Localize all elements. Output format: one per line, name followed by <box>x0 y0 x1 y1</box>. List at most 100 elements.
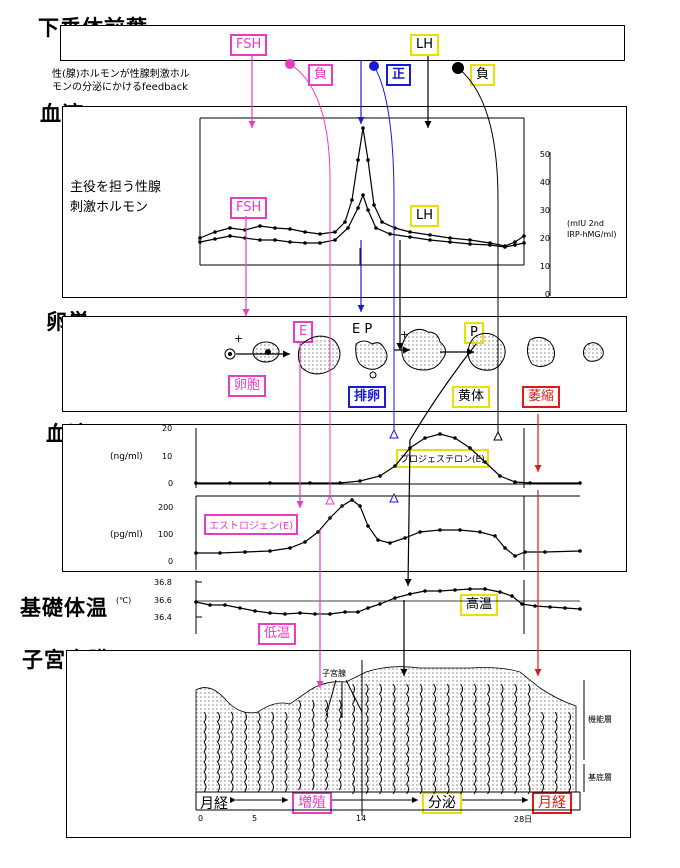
curve-point <box>523 550 527 554</box>
flow-arrows <box>236 56 542 688</box>
gonadotropin-ytick: 50 <box>539 150 550 159</box>
curve-point <box>522 234 526 238</box>
ep-label: E P <box>352 322 373 337</box>
uterine-gland <box>203 711 207 793</box>
uterine-gland <box>324 699 328 791</box>
curve-point <box>438 528 442 532</box>
uterine-gland <box>230 711 234 793</box>
curve-point <box>356 158 360 162</box>
lh-tag-top: LH <box>410 34 440 56</box>
curve-point <box>303 230 307 234</box>
estrogen-ytick: 0 <box>168 557 174 566</box>
curve-point <box>361 193 365 197</box>
curve-point <box>194 481 198 485</box>
menses-tag-2: 月経 <box>532 792 572 814</box>
curve-point <box>356 610 360 614</box>
curve-point <box>423 589 427 593</box>
uterine-gland <box>540 711 544 793</box>
curve-point <box>238 606 242 610</box>
ovary-plus-2: + <box>400 328 410 341</box>
gonadotropin-ytick: 0 <box>544 290 550 299</box>
curve-point <box>528 481 532 485</box>
secretory-tag: 分泌 <box>422 792 462 814</box>
follicle-tag: 卵胞 <box>228 375 267 397</box>
curve-point <box>374 226 378 230</box>
curve-point <box>448 240 452 244</box>
curve-point <box>273 226 277 230</box>
curve-point <box>533 604 537 608</box>
curve-point <box>428 233 432 237</box>
uterine-gland <box>459 683 463 795</box>
ovulation-tag: 排卵 <box>348 386 387 408</box>
uterine-gland-label: 子宮腺 <box>322 669 346 678</box>
gonadotropin-unit-line-1: (mIU 2nd <box>567 219 604 228</box>
curve-point <box>513 554 517 558</box>
atrophy-tag: 萎縮 <box>522 386 561 408</box>
curve-point <box>468 587 472 591</box>
lh-tag-blood: LH <box>410 205 440 227</box>
ovary-plus-1: + <box>234 332 244 345</box>
estrogen-chart <box>194 495 582 570</box>
curve-point <box>273 238 277 242</box>
day-tick: 28日 <box>514 815 533 824</box>
curve-point <box>208 603 212 607</box>
basal-layer-label: 基底層 <box>588 773 612 782</box>
day-tick: 14 <box>356 814 367 823</box>
bbt-curve <box>195 588 581 615</box>
curve-point <box>198 240 202 244</box>
curve-point <box>333 230 337 234</box>
estrogen-tag-ovary: E <box>293 321 314 343</box>
curve-point <box>468 242 472 246</box>
curve-point <box>468 446 472 450</box>
curve-point <box>228 234 232 238</box>
curve-point <box>408 235 412 239</box>
curve-point <box>498 474 502 478</box>
progesterone-curve <box>196 433 580 484</box>
curve-point <box>548 605 552 609</box>
progesterone-ytick: 10 <box>162 452 173 461</box>
functional-layer-label: 機能層 <box>588 715 612 724</box>
curve-point <box>483 460 487 464</box>
bbt-unit: (℃) <box>116 596 132 605</box>
curve-point <box>498 590 502 594</box>
curve-point <box>388 541 392 545</box>
curve-point <box>378 602 382 606</box>
curve-point <box>513 480 517 484</box>
feedback-note-line-2: モンの分泌にかけるfeedback <box>52 82 188 93</box>
curve-point <box>316 530 320 534</box>
gonadotropin-unit-line-2: IRP-hMG/ml) <box>567 230 617 239</box>
curve-point <box>318 241 322 245</box>
uterine-gland <box>473 683 477 795</box>
curve-point <box>563 606 567 610</box>
gonadotropin-label: 主役を担う性腺 刺激ホルモン <box>70 178 161 218</box>
corpus-luteum-tag: 黄体 <box>452 386 491 408</box>
curve-point <box>378 474 382 478</box>
uterine-gland <box>392 683 396 795</box>
curve-point <box>350 498 354 502</box>
uterine-gland <box>257 711 261 793</box>
gonadotropin-ytick: 20 <box>539 234 550 243</box>
progesterone-label: プロジェステロン(E) <box>396 449 489 468</box>
curve-point <box>268 481 272 485</box>
curve-point <box>428 238 432 242</box>
curve-point <box>578 607 582 611</box>
curve-point <box>328 516 332 520</box>
curve-point <box>458 528 462 532</box>
curve-point <box>288 227 292 231</box>
estrogen-ytick: 100 <box>158 530 174 539</box>
negative-feedback-tag-2: 負 <box>470 64 496 86</box>
curve-point <box>448 236 452 240</box>
curve-point <box>346 226 350 230</box>
curve-point <box>268 549 272 553</box>
curve-point <box>453 588 457 592</box>
curve-point <box>228 226 232 230</box>
gonadotropin-ytick: 40 <box>539 178 550 187</box>
curve-point <box>358 479 362 483</box>
curve-point <box>423 436 427 440</box>
curve-point <box>510 594 514 598</box>
curve-point <box>356 206 360 210</box>
uterine-gland <box>284 711 288 793</box>
curve-point <box>408 230 412 234</box>
uterine-gland <box>513 683 517 795</box>
curve-point <box>213 230 217 234</box>
